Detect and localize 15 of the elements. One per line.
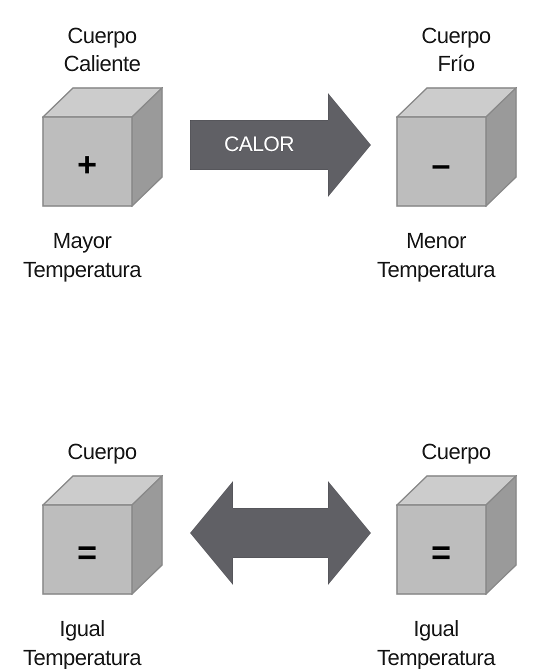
temperature-label: Igual Temperatura — [22, 615, 142, 669]
cube-heading: Cuerpo — [420, 438, 492, 466]
temperature-label: Igual Temperatura — [376, 615, 496, 669]
sign-symbol: + — [76, 147, 98, 183]
sign-symbol: = — [76, 535, 98, 571]
block-arrow — [190, 481, 371, 585]
temperature-label: Mayor Temperatura — [22, 227, 142, 284]
sign-symbol: – — [430, 147, 452, 183]
edge-label: CALOR — [224, 133, 294, 157]
cube-heading: Cuerpo Caliente — [62, 22, 142, 78]
temperature-label: Menor Temperatura — [376, 227, 496, 284]
block-arrow — [190, 93, 371, 197]
cube-heading: Cuerpo Frío — [420, 22, 492, 78]
sign-symbol: = — [430, 535, 452, 571]
cube-heading: Cuerpo — [66, 438, 138, 466]
